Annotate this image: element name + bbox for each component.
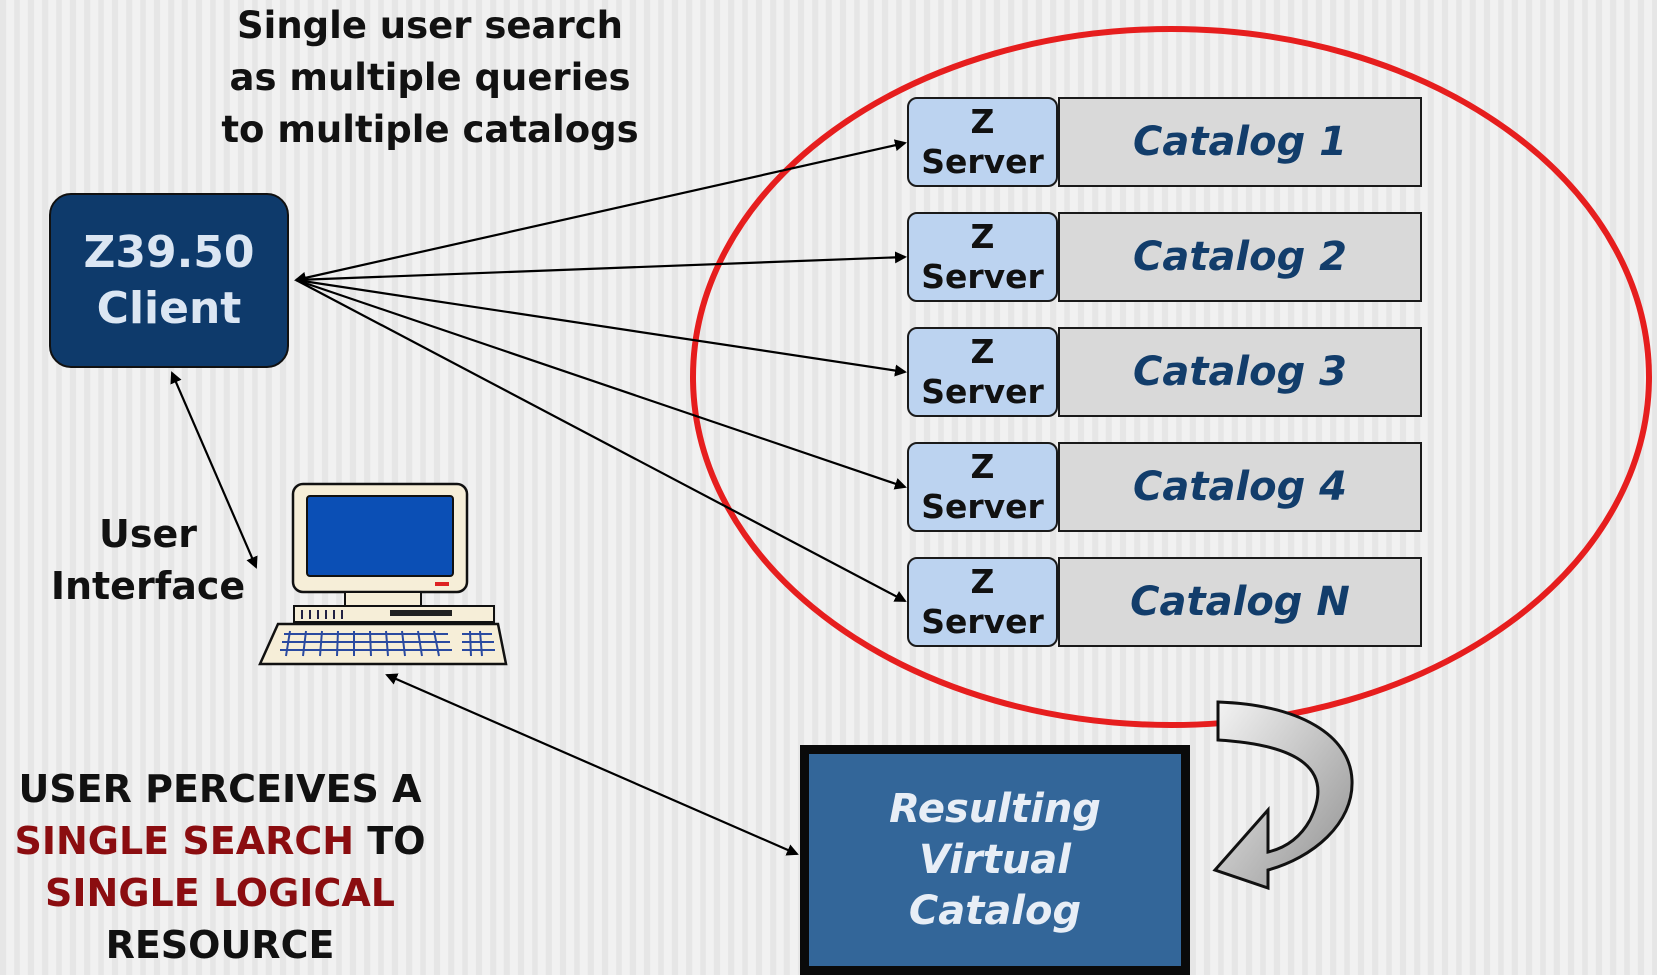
perception-line-4: RESOURCE: [105, 923, 335, 967]
server-row-3: Z Server Catalog 3: [907, 327, 1425, 417]
virtual-catalog-box: Resulting Virtual Catalog: [800, 745, 1190, 975]
catalog-label: Catalog N: [1130, 579, 1350, 625]
z-server-box: Z Server: [907, 212, 1058, 302]
z-label: Z: [970, 447, 995, 486]
server-label: Server: [921, 142, 1044, 181]
client-line-1: Z39.50: [83, 226, 255, 278]
user-interface-label: User Interface: [38, 508, 258, 612]
catalog-box: Catalog 1: [1058, 97, 1422, 187]
server-label: Server: [921, 257, 1044, 296]
z-server-box: Z Server: [907, 327, 1058, 417]
z-server-box: Z Server: [907, 442, 1058, 532]
server-row-4: Z Server Catalog 4: [907, 442, 1425, 532]
ui-line-2: Interface: [50, 564, 246, 608]
curved-arrow-icon: [1212, 700, 1354, 891]
z-label: Z: [970, 217, 995, 256]
catalog-label: Catalog 4: [1132, 464, 1348, 510]
catalog-box: Catalog 2: [1058, 212, 1422, 302]
ui-line-1: User: [99, 512, 197, 556]
server-label: Server: [921, 487, 1044, 526]
caption: Single user search as multiple queries t…: [195, 0, 665, 156]
caption-line-1: Single user search: [236, 4, 623, 47]
perception-statement: USER PERCEIVES A SINGLE SEARCH TO SINGLE…: [0, 763, 440, 971]
catalog-box: Catalog 4: [1058, 442, 1422, 532]
server-label: Server: [921, 372, 1044, 411]
catalog-label: Catalog 3: [1132, 349, 1348, 395]
perception-line-1: USER PERCEIVES A: [18, 767, 422, 811]
query-arrow-4: [295, 278, 907, 490]
perception-line-2-tail: TO: [354, 819, 426, 863]
server-row-1: Z Server Catalog 1: [907, 97, 1425, 187]
z-label: Z: [970, 332, 995, 371]
perception-emphasis-1: SINGLE SEARCH: [14, 819, 355, 863]
virtual-line-3: Catalog: [908, 887, 1082, 934]
catalog-group-ellipse: [690, 26, 1652, 728]
server-label: Server: [921, 602, 1044, 641]
z-server-box: Z Server: [907, 97, 1058, 187]
virtual-line-1: Resulting: [889, 785, 1101, 832]
virtual-line-2: Virtual: [919, 836, 1071, 883]
query-arrow-2: [295, 251, 907, 282]
server-row-2: Z Server Catalog 2: [907, 212, 1425, 302]
z-label: Z: [970, 562, 995, 601]
ui-arrow: [170, 371, 258, 569]
result-arrow: [385, 673, 799, 856]
catalog-label: Catalog 1: [1132, 119, 1348, 165]
z-server-box: Z Server: [907, 557, 1058, 647]
catalog-box: Catalog N: [1058, 557, 1422, 647]
computer-icon: [258, 482, 508, 666]
caption-line-2: as multiple queries: [229, 56, 631, 99]
z3950-client-box: Z39.50 Client: [49, 193, 289, 368]
query-arrows: [170, 139, 907, 856]
client-line-2: Client: [96, 282, 242, 334]
perception-emphasis-2: SINGLE LOGICAL: [45, 871, 395, 915]
z-label: Z: [970, 102, 995, 141]
query-arrow-3: [295, 278, 907, 377]
catalog-label: Catalog 2: [1132, 234, 1348, 280]
catalog-box: Catalog 3: [1058, 327, 1422, 417]
server-row-5: Z Server Catalog N: [907, 557, 1425, 647]
query-arrow-5: [295, 279, 907, 602]
query-arrow-1: [294, 139, 907, 284]
caption-line-3: to multiple catalogs: [221, 108, 639, 151]
